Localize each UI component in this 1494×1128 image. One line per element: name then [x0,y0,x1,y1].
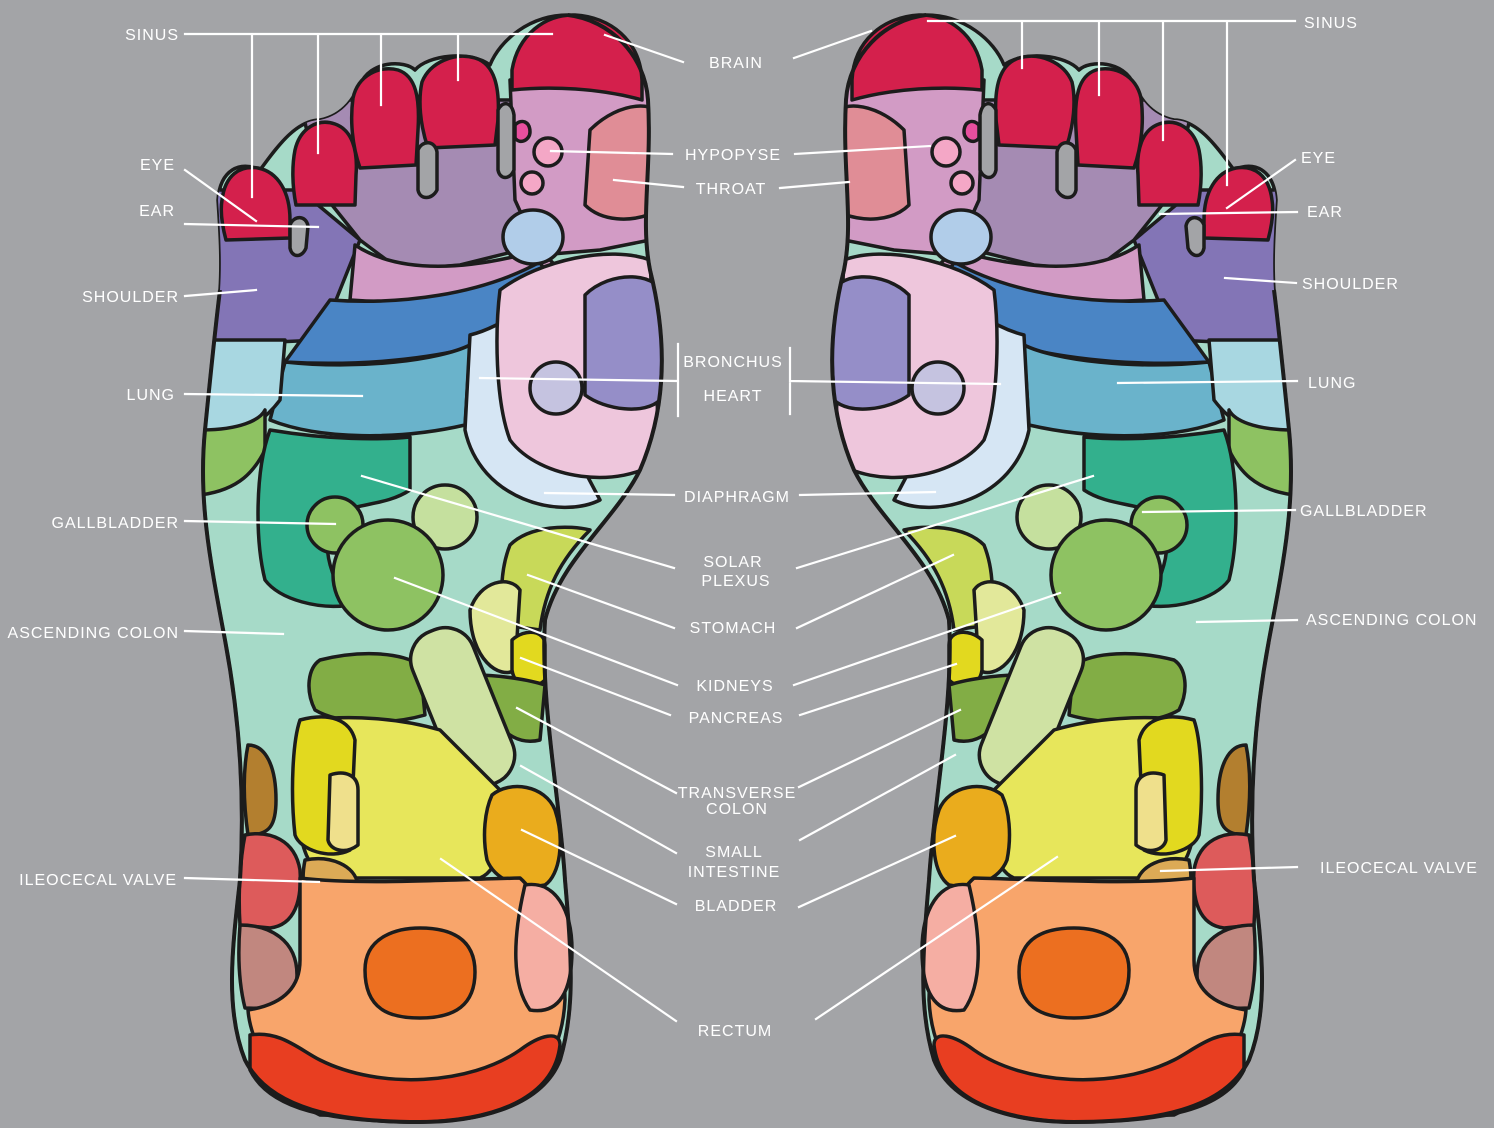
label-sinus-right: SINUS [1304,15,1358,32]
label-gallbladder-left: GALLBLADDER [52,515,180,532]
label-gallbladder-right: GALLBLADDER [1300,503,1428,520]
right-orange-oval [1019,928,1129,1018]
left-fourth-toe [293,122,357,205]
left-toe-gap-3 [498,104,514,178]
label-lung-left: LUNG [127,387,175,404]
label-small-intestine-line1: SMALL [705,844,762,861]
label-bronchus: BRONCHUS [683,354,783,371]
right-light-blue-oval [931,210,991,264]
left-pale-yellow-zone [328,773,358,850]
label-ear-right: EAR [1307,204,1343,221]
left-foot [200,15,665,1122]
right-third-toe [1076,69,1143,168]
left-third-toe [352,69,419,168]
right-second-toe [996,56,1074,148]
left-toe-gap-2 [418,143,437,198]
right-olive-colon-zone [1069,654,1185,722]
label-lung-right: LUNG [1308,375,1356,392]
label-ascending-colon-right: ASCENDING COLON [1306,612,1477,629]
label-brain: BRAIN [709,55,763,72]
label-kidneys: KIDNEYS [696,678,773,695]
left-second-toe [420,56,498,148]
right-toe-gap-1 [1186,218,1204,256]
leader-stomach-right [797,555,953,628]
label-transverse-colon-line2: COLON [706,801,768,818]
left-bladder-zone [485,787,561,887]
left-small-pink-circle [521,172,543,194]
right-foot [829,15,1294,1122]
label-ileocecal-valve-right: ILEOCECAL VALVE [1320,860,1478,877]
left-kidney-circle [333,520,443,630]
leader-transverse-colon-right [799,710,960,787]
label-shoulder-left: SHOULDER [82,289,179,306]
right-bladder-zone [934,787,1010,887]
right-pale-yellow-zone [1136,773,1166,850]
label-ear-left: EAR [139,203,175,220]
right-toe-gap-2 [1057,143,1076,198]
label-rectum: RECTUM [698,1023,772,1040]
right-magenta-dot [964,121,979,141]
label-shoulder-right: SHOULDER [1302,276,1399,293]
right-heart-circle [912,362,964,414]
label-diaphragm: DIAPHRAGM [684,489,790,506]
label-pancreas: PANCREAS [689,710,784,727]
leader-small-intestine-right [800,755,955,840]
left-heart-circle [530,362,582,414]
right-ileocecal-red-zone [1194,834,1255,928]
right-heart-purple-zone [829,277,909,409]
label-solar-plexus-line2: PLEXUS [701,573,770,590]
label-ascending-colon-left: ASCENDING COLON [8,625,179,642]
right-kidney-circle [1051,520,1161,630]
leader-throat-right [780,182,849,188]
leader-pancreas-right [800,664,956,715]
label-stomach: STOMACH [690,620,777,637]
label-eye-left: EYE [140,157,175,174]
label-small-intestine-line2: INTESTINE [688,864,781,881]
right-small-pink-circle [951,172,973,194]
left-toe-gap-1 [290,218,308,256]
label-solar-plexus-line1: SOLAR [703,554,762,571]
right-hypopyse-circle [932,138,960,166]
right-fourth-toe [1138,122,1202,205]
left-magenta-dot [515,121,530,141]
label-transverse-colon-line1: TRANSVERSE [678,785,796,802]
label-eye-right: EYE [1301,150,1336,167]
left-orange-oval [365,928,475,1018]
right-toe-gap-3 [980,104,996,178]
label-bladder: BLADDER [695,898,778,915]
left-light-blue-oval [503,210,563,264]
label-ileocecal-valve-left: ILEOCECAL VALVE [19,872,177,889]
label-sinus-left: SINUS [125,27,179,44]
label-hypopyse: HYPOPYSE [685,147,781,164]
label-heart: HEART [704,388,763,405]
left-olive-colon-zone [309,654,425,722]
label-throat: THROAT [696,181,767,198]
left-heart-purple-zone [585,277,665,409]
